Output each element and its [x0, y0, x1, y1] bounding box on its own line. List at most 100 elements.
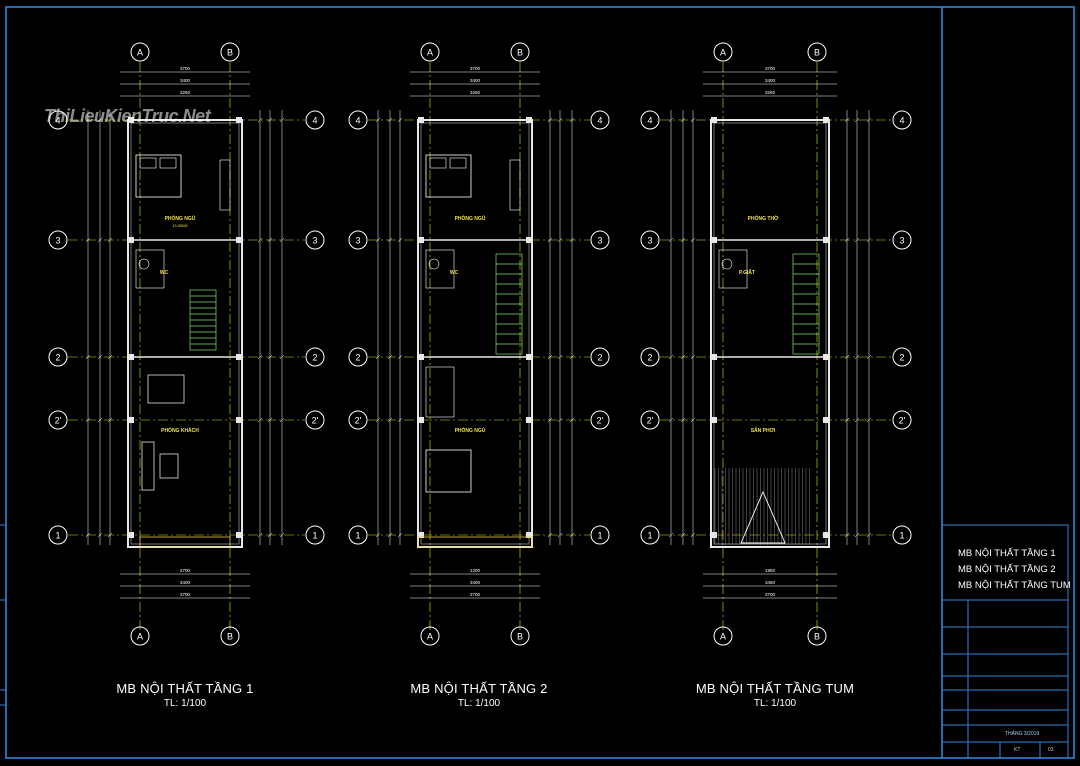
- sofa: [141, 441, 155, 491]
- dim-tick: [267, 354, 273, 360]
- grid-bubble: [510, 626, 530, 646]
- skylight-triangle: [740, 490, 786, 544]
- dim-tick: [97, 417, 103, 423]
- room-label: PHÒNG THỜ: [748, 214, 779, 222]
- dim-text-top: 3260: [470, 90, 481, 95]
- wardrobe: [219, 159, 231, 211]
- inner-wall-line: [713, 122, 827, 545]
- dim-tick: [854, 237, 860, 243]
- dim-tick: [267, 532, 273, 538]
- dim-tick: [267, 417, 273, 423]
- structural-column: [711, 117, 717, 123]
- grid-bubble: [590, 347, 610, 367]
- room-label: P.GIẶT: [739, 269, 755, 276]
- grid-bubble-label: 1: [597, 531, 602, 541]
- dim-tick: [569, 117, 575, 123]
- grid-bubble: [892, 110, 912, 130]
- dim-tick: [547, 532, 553, 538]
- structural-column: [526, 417, 532, 423]
- dim-tick: [257, 417, 263, 423]
- structural-column: [128, 117, 134, 123]
- grid-bubble: [590, 230, 610, 250]
- outer-wall: [710, 119, 830, 548]
- grid-bubble-label: 2: [312, 353, 317, 363]
- wc-room: [135, 249, 165, 289]
- structural-column: [236, 417, 242, 423]
- grid-bubble-label: 4: [597, 116, 602, 126]
- dim-tick: [844, 117, 850, 123]
- grid-bubble-label: 2: [647, 353, 652, 363]
- dim-tick: [866, 237, 872, 243]
- grid-bubble: [305, 110, 325, 130]
- grid-bubble: [48, 410, 68, 430]
- dimension-lines: [668, 71, 872, 599]
- grid-bubble: [892, 410, 912, 430]
- grid-bubble-label: 2': [355, 416, 362, 426]
- roof-hatch: [714, 468, 810, 545]
- wc-room: [425, 249, 455, 289]
- dim-tick: [97, 354, 103, 360]
- dim-tick: [569, 532, 575, 538]
- dim-text-top: 3260: [765, 90, 776, 95]
- dim-tick: [668, 117, 674, 123]
- dim-tick: [387, 532, 393, 538]
- grid-bubble-label: B: [227, 632, 233, 642]
- grid-bubble-label: 2': [55, 416, 62, 426]
- dim-tick: [397, 117, 403, 123]
- grid-bubble-label: 2': [647, 416, 654, 426]
- structural-column: [823, 532, 829, 538]
- dim-tick: [866, 354, 872, 360]
- dim-tick: [257, 532, 263, 538]
- room-label: WC: [160, 270, 169, 276]
- grid-bubble: [130, 42, 150, 62]
- toilet-fixture: [138, 258, 150, 270]
- dim-tick: [668, 354, 674, 360]
- dim-tick: [569, 417, 575, 423]
- dim-tick: [690, 417, 696, 423]
- dimension-lines: [85, 71, 285, 599]
- grid-bubble: [640, 230, 660, 250]
- grid-bubble-label: 4: [55, 116, 60, 126]
- dining-table: [147, 374, 185, 404]
- grid-bubble-label: 3: [355, 236, 360, 246]
- plan-scale-2: TL: 1/100: [457, 698, 501, 709]
- dim-tick: [257, 354, 263, 360]
- dim-text-top: 3400: [470, 78, 481, 83]
- grid-bubble-label: 1: [899, 531, 904, 541]
- dim-tick: [97, 117, 103, 123]
- grid-bubble-label: 4: [899, 116, 904, 126]
- dim-text-bottom: 3700: [180, 592, 191, 597]
- grid-bubble-label: 1: [647, 531, 652, 541]
- grid-bubble-label: 1: [312, 531, 317, 541]
- dim-tick: [690, 354, 696, 360]
- plan-scale-3: TL: 1/100: [753, 698, 797, 709]
- dim-text-bottom: 3400: [180, 580, 191, 585]
- dim-text-bottom: 1200: [470, 568, 481, 573]
- dim-tick: [267, 117, 273, 123]
- dim-tick: [668, 237, 674, 243]
- dim-text-top: 3260: [180, 90, 191, 95]
- dim-tick: [85, 532, 91, 538]
- grid-bubble: [640, 525, 660, 545]
- grid-bubble-label: 2: [899, 353, 904, 363]
- dim-tick: [690, 532, 696, 538]
- stair: [792, 253, 820, 355]
- bed-furniture: [425, 154, 472, 198]
- dim-tick: [690, 237, 696, 243]
- coffee-table: [159, 453, 179, 479]
- dim-tick: [85, 354, 91, 360]
- dim-tick: [85, 117, 91, 123]
- pillow: [449, 157, 467, 169]
- legend-item-2: MB NỘI THẤT TẦNG 2: [958, 564, 1056, 575]
- dim-tick: [668, 532, 674, 538]
- dim-tick: [375, 354, 381, 360]
- dim-tick: [557, 117, 563, 123]
- dim-tick: [557, 532, 563, 538]
- dim-text-top: 3700: [180, 66, 191, 71]
- grid-bubble: [348, 230, 368, 250]
- dim-tick: [866, 532, 872, 538]
- dim-tick: [387, 117, 393, 123]
